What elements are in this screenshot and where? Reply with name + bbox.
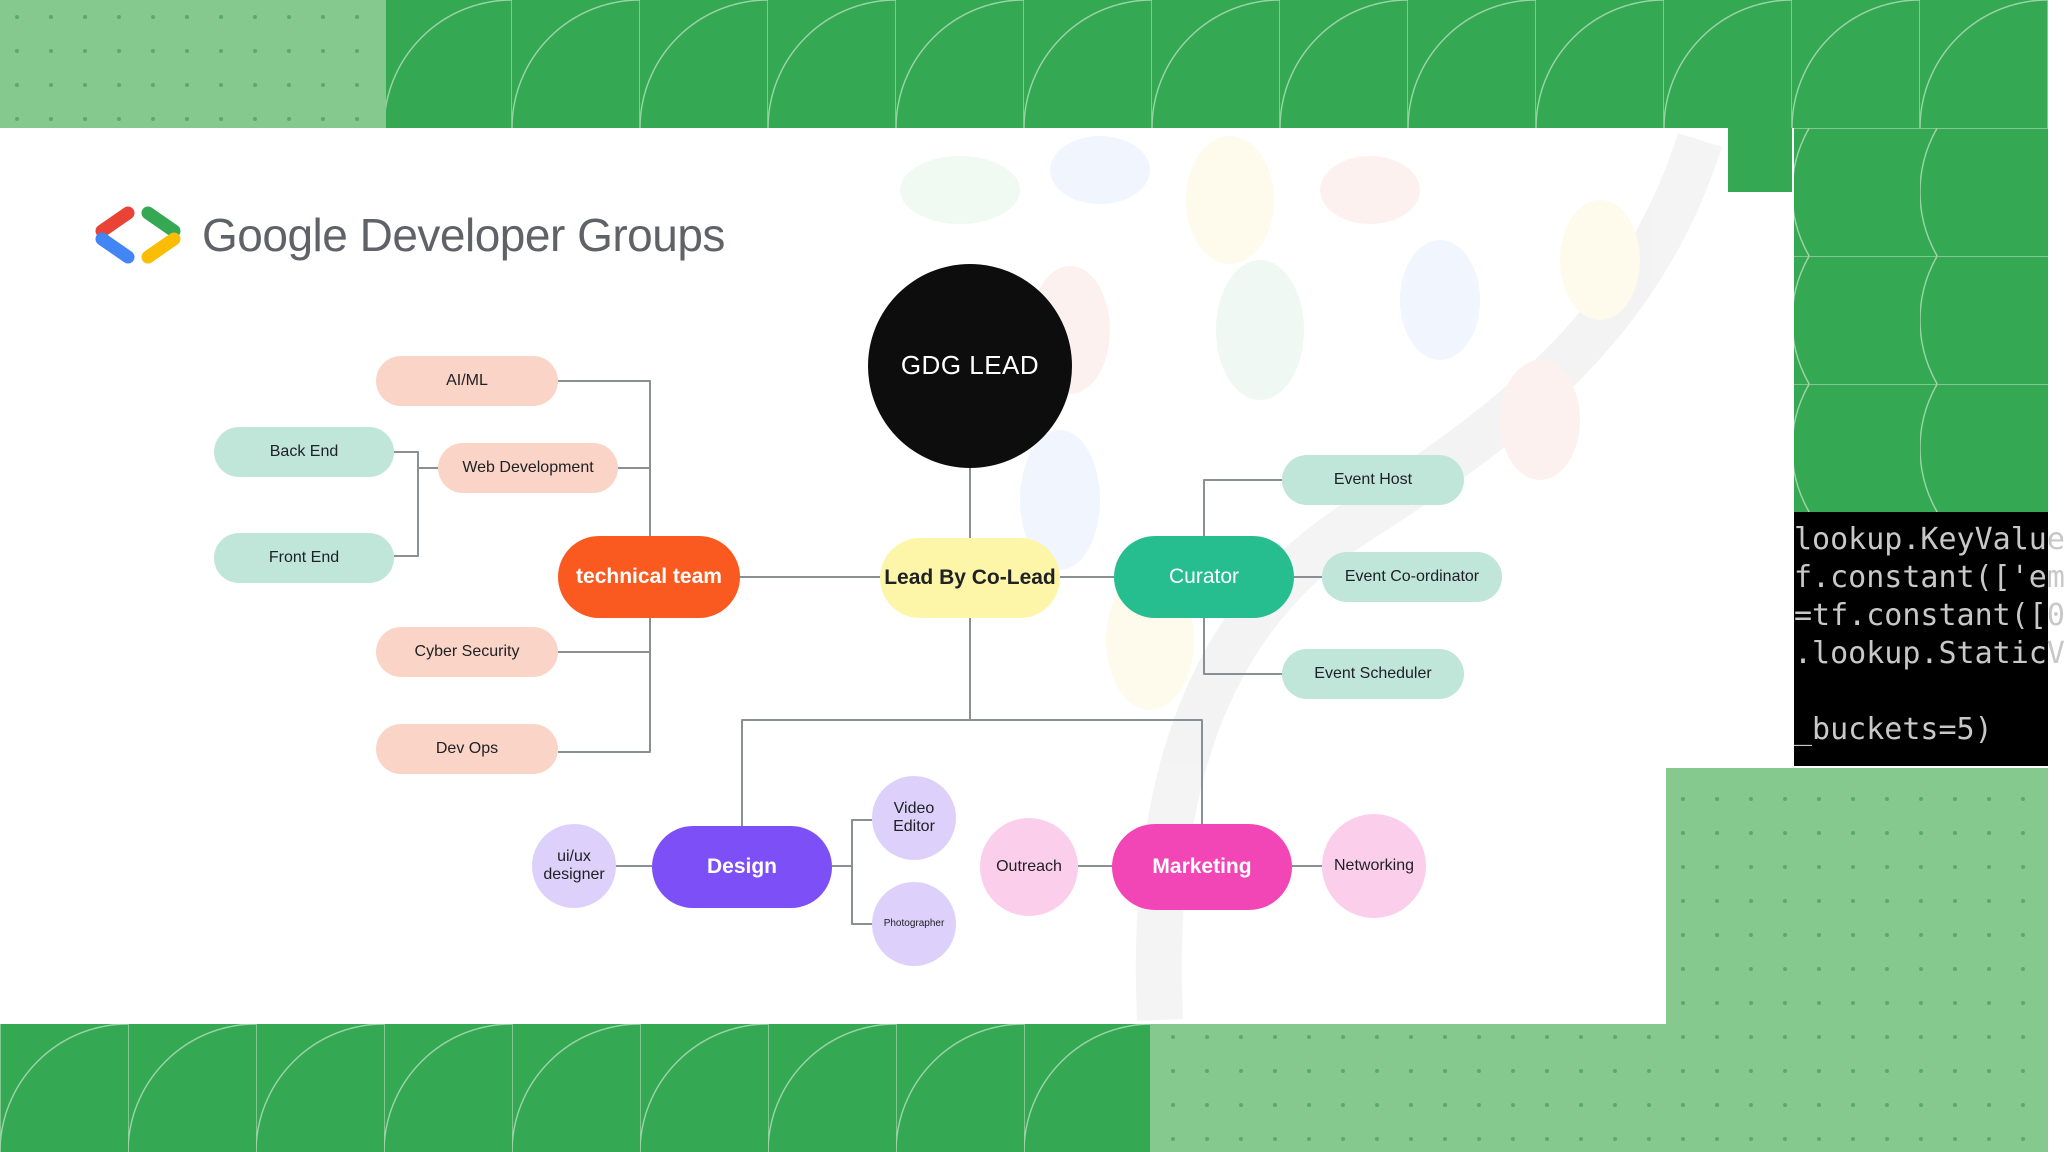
code-line: .lookup.StaticV (1794, 636, 2065, 671)
node-ai-ml: AI/ML (376, 356, 558, 406)
node-cyber-security: Cyber Security (376, 627, 558, 677)
node-event-host: Event Host (1282, 455, 1464, 505)
code-line: f.constant(['em (1794, 560, 2065, 595)
code-snippet-panel: lookup.KeyValue f.constant(['em =tf.cons… (1794, 512, 2065, 766)
node-marketing: Marketing (1112, 824, 1292, 910)
node-networking: Networking (1322, 814, 1426, 918)
node-dev-ops: Dev Ops (376, 724, 558, 774)
node-video-editor: Video Editor (872, 776, 956, 860)
node-front-end: Front End (214, 533, 394, 583)
code-line: lookup.KeyValue (1794, 522, 2065, 557)
node-gdg-lead: GDG LEAD (868, 264, 1072, 468)
code-line: =tf.constant([0 (1794, 598, 2065, 633)
node-ui-ux-designer: ui/ux designer (532, 824, 616, 908)
gdg-logo-header: Google Developer Groups (88, 200, 725, 270)
node-event-coordinator: Event Co-ordinator (1322, 552, 1502, 602)
node-photographer: Photographer (872, 882, 956, 966)
node-back-end: Back End (214, 427, 394, 477)
node-event-scheduler: Event Scheduler (1282, 649, 1464, 699)
node-outreach: Outreach (980, 818, 1078, 916)
brand-name: Google Developer Groups (202, 209, 725, 261)
code-line: _buckets=5) (1794, 712, 1993, 747)
gdg-chevrons-logo-icon (95, 206, 181, 264)
node-design: Design (652, 826, 832, 908)
node-curator: Curator (1114, 536, 1294, 618)
node-technical-team: technical team (558, 536, 740, 618)
node-lead-by-co-lead: Lead By Co-Lead (880, 538, 1060, 618)
node-web-development: Web Development (438, 443, 618, 493)
